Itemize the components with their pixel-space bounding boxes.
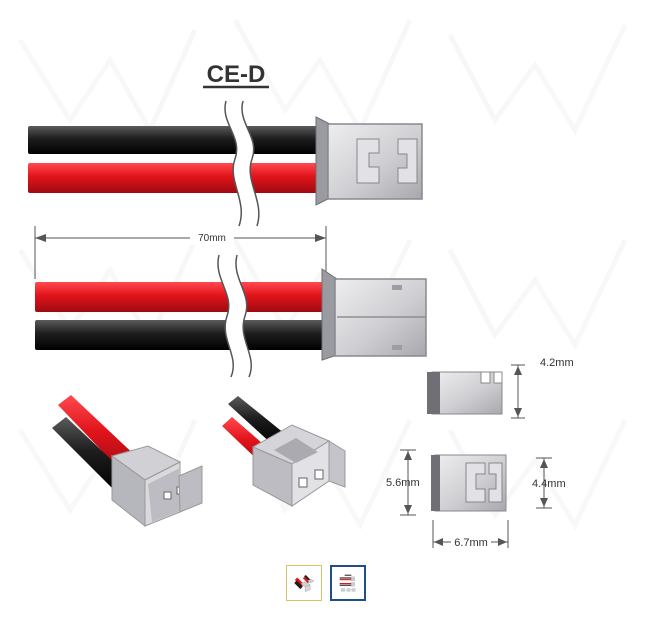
front-height-right-label: 4.4mm <box>532 478 566 490</box>
connector-diagram-svg: CE-D 70mm <box>28 61 574 549</box>
front-height-left-label: 5.6mm <box>386 477 420 489</box>
length-dimension: 70mm <box>34 226 327 279</box>
wire-break-symbol <box>224 101 259 226</box>
wire-break-symbol <box>217 255 252 377</box>
connector-diagram-image: CE-D 70mm <box>28 61 574 549</box>
connector-photo-left <box>52 395 203 528</box>
connector-drawing-thumbnail-icon <box>337 572 358 593</box>
connector-title: CE-D <box>207 61 266 88</box>
front-view-drawing: 5.6mm 4.4mm 6.7mm <box>386 449 566 549</box>
side-view-drawing: 4.2mm <box>427 357 574 419</box>
top-connector-housing <box>327 123 423 200</box>
middle-cable-drawing <box>35 254 427 378</box>
connector-photo-right <box>222 396 346 507</box>
front-width-label: 6.7mm <box>454 537 488 548</box>
top-cable-drawing <box>28 100 423 227</box>
length-label: 70mm <box>198 233 226 244</box>
drawing-thumbnail-button[interactable] <box>329 564 366 601</box>
photo-thumbnail-button[interactable] <box>285 564 322 601</box>
thumbnail-gallery <box>0 548 651 617</box>
connector-photo-thumbnail-icon <box>292 571 315 594</box>
side-height-label: 4.2mm <box>540 357 574 369</box>
